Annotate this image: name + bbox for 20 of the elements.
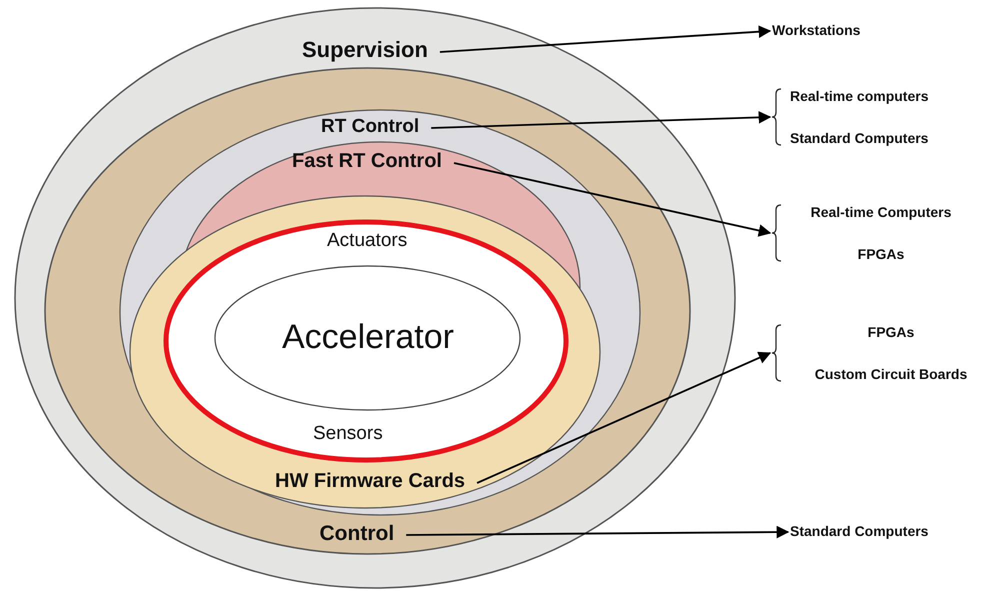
annotation-text: Standard Computers [790, 130, 928, 146]
annotation-text: Standard Computers [790, 523, 928, 539]
layer-label: RT Control [321, 116, 420, 136]
annotation-text: Real-time computers [790, 88, 928, 104]
layer-label: Fast RT Control [292, 151, 442, 171]
annotation-text: Real-time Computers [810, 204, 952, 220]
layer-label: Accelerator [282, 320, 454, 354]
layer-label: Control [320, 522, 394, 544]
annotation-text: Custom Circuit Boards [814, 366, 968, 382]
annotation-text: Workstations [772, 22, 860, 38]
layer-label: HW Firmware Cards [275, 471, 466, 491]
arrow [440, 25, 772, 53]
annotation-text: FPGAs [858, 246, 904, 262]
layer-label: Actuators [327, 230, 408, 250]
layer-label: Supervision [302, 39, 428, 61]
arrow [431, 111, 772, 129]
arrow [406, 526, 790, 538]
layer-label: Sensors [313, 424, 383, 442]
arrow [454, 162, 772, 237]
annotation-text: FPGAs [868, 324, 914, 340]
